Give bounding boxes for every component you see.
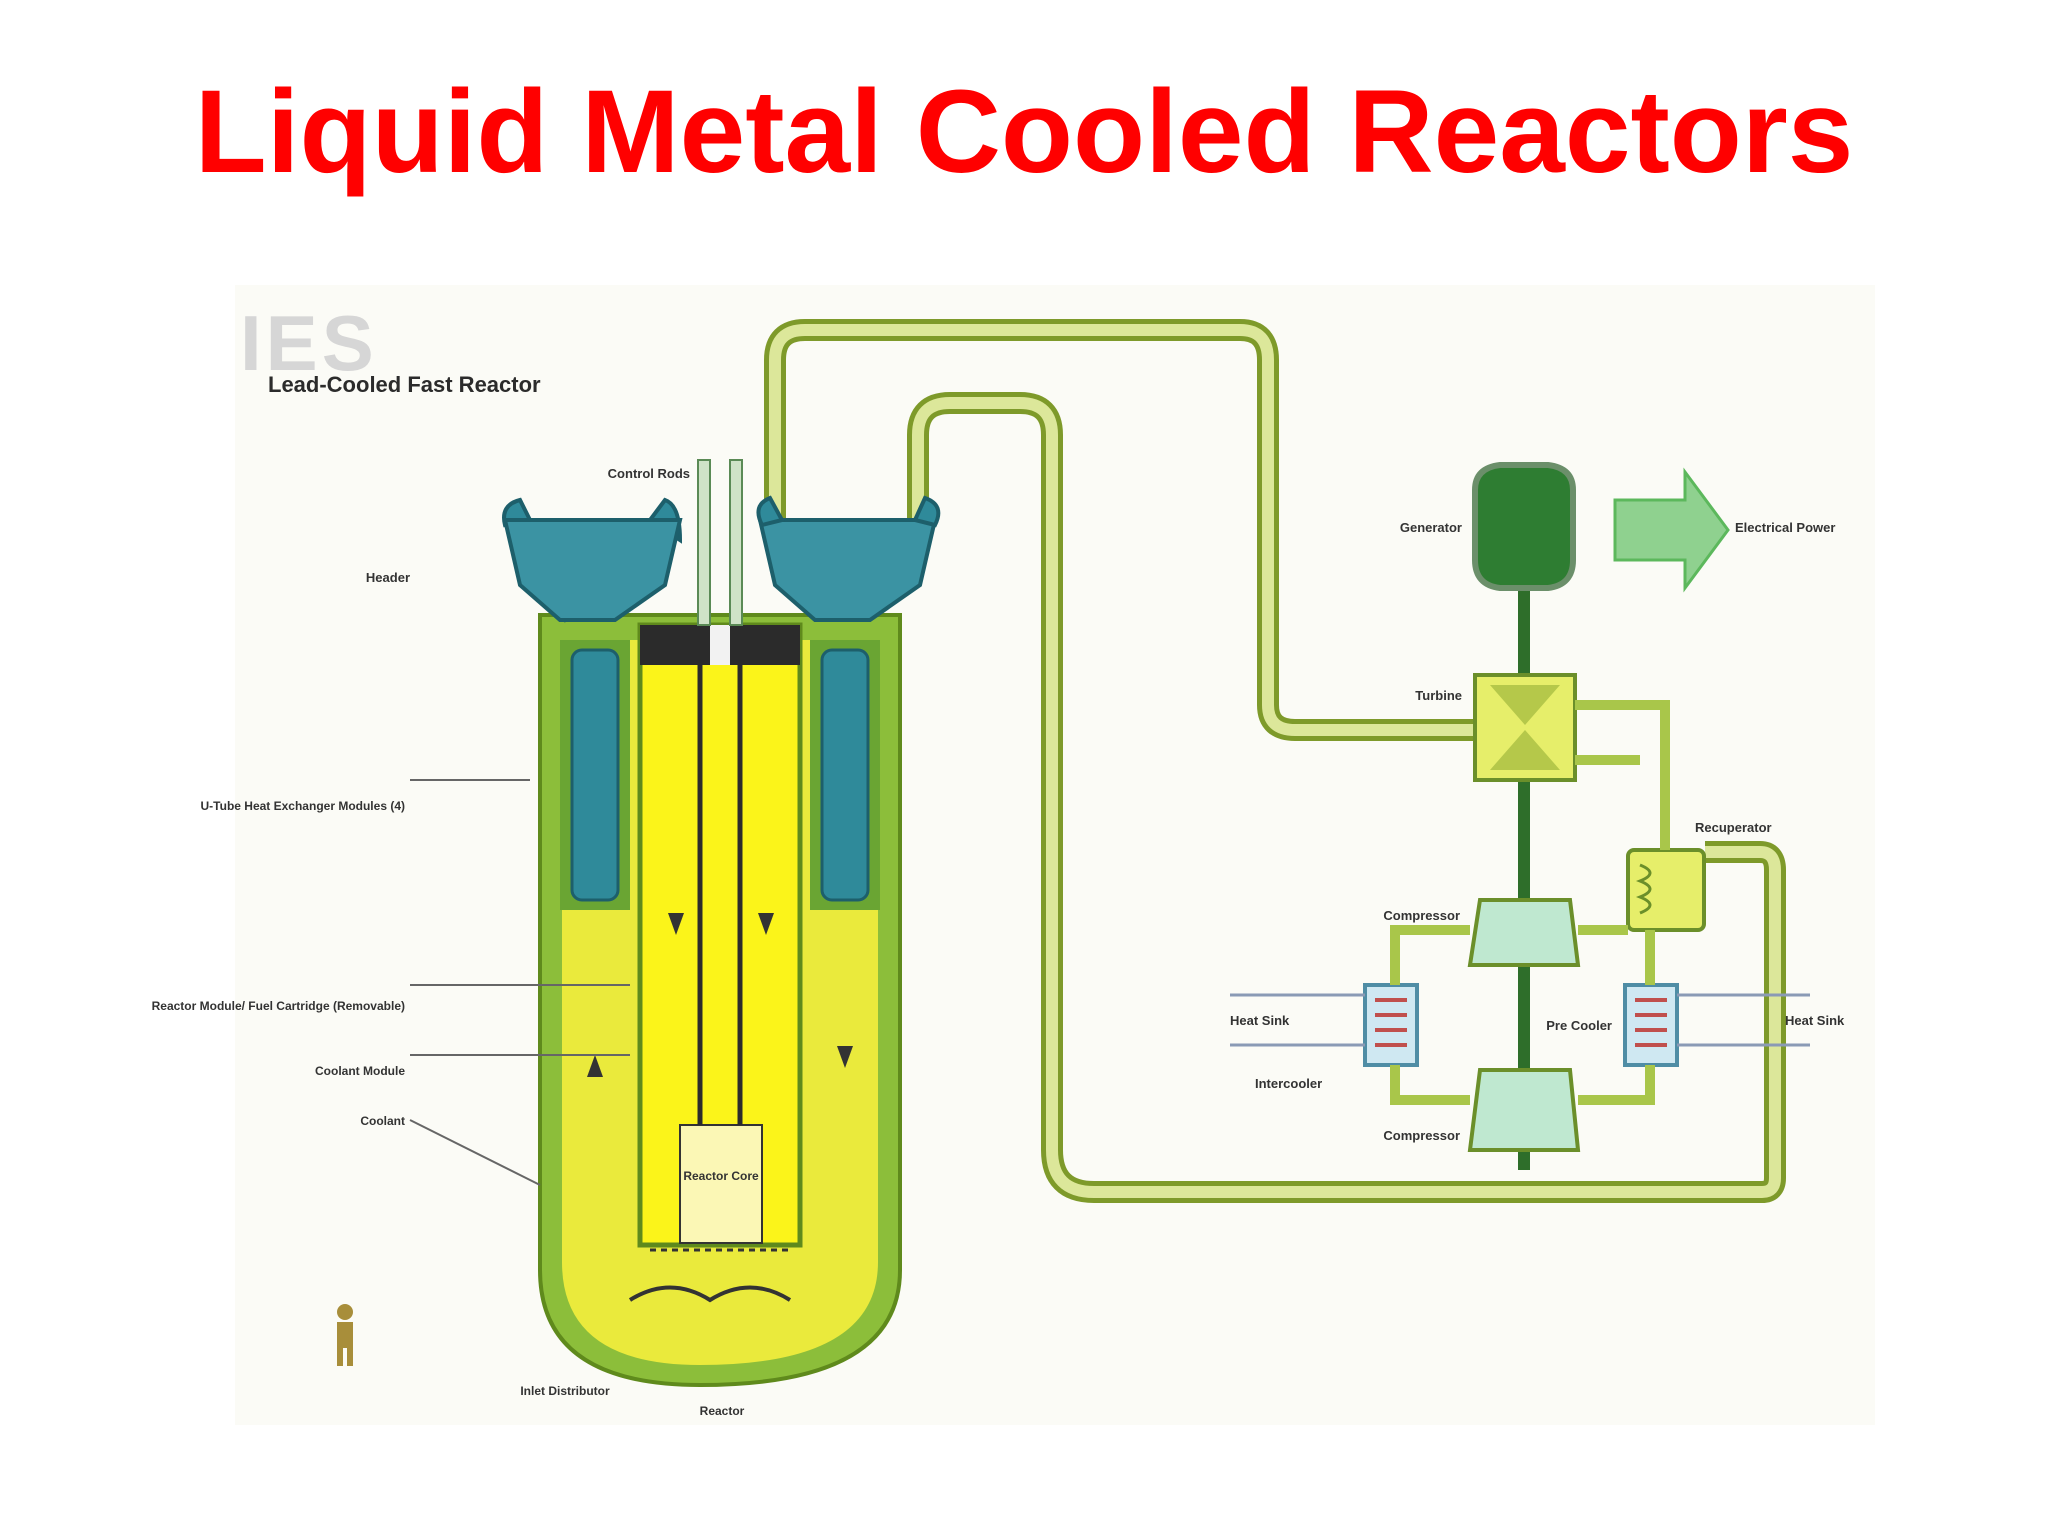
reactor-vessel <box>502 459 941 1388</box>
label-compressor-top: Compressor <box>1383 908 1460 923</box>
diagram-subtitle: Lead-Cooled Fast Reactor <box>268 372 541 397</box>
power-conversion-unit <box>1230 462 1810 1170</box>
label-reactor: Reactor <box>700 1404 745 1418</box>
label-intercooler: Intercooler <box>1255 1076 1322 1091</box>
label-recuperator: Recuperator <box>1695 820 1772 835</box>
label-coolant: Coolant <box>360 1114 405 1128</box>
label-generator: Generator <box>1400 520 1462 535</box>
label-compressor-bottom: Compressor <box>1383 1128 1460 1143</box>
label-reactor-core: Reactor Core <box>683 1169 759 1183</box>
label-reactor-module: Reactor Module/ Fuel Cartridge (Removabl… <box>152 999 405 1013</box>
label-turbine: Turbine <box>1415 688 1462 703</box>
diagram-labels: Control Rods Header U-Tube Heat Exchange… <box>152 466 1845 1418</box>
label-heat-sink-right: Heat Sink <box>1785 1013 1845 1028</box>
slide-title: Liquid Metal Cooled Reactors <box>194 66 1854 198</box>
label-leader-lines <box>409 779 630 1186</box>
label-header: Header <box>366 570 410 585</box>
label-inlet-distributor: Inlet Distributor <box>520 1384 610 1398</box>
label-u-tube-hx: U-Tube Heat Exchanger Modules (4) <box>201 799 405 813</box>
label-heat-sink-left: Heat Sink <box>1230 1013 1290 1028</box>
person-scale-icon <box>337 1304 353 1366</box>
label-coolant-module: Coolant Module <box>315 1064 405 1078</box>
label-electrical-power: Electrical Power <box>1735 520 1835 535</box>
label-control-rods: Control Rods <box>608 466 690 481</box>
label-pre-cooler: Pre Cooler <box>1546 1018 1612 1033</box>
primary-pipe-loop <box>764 319 1786 1203</box>
logo: IES <box>240 299 378 387</box>
